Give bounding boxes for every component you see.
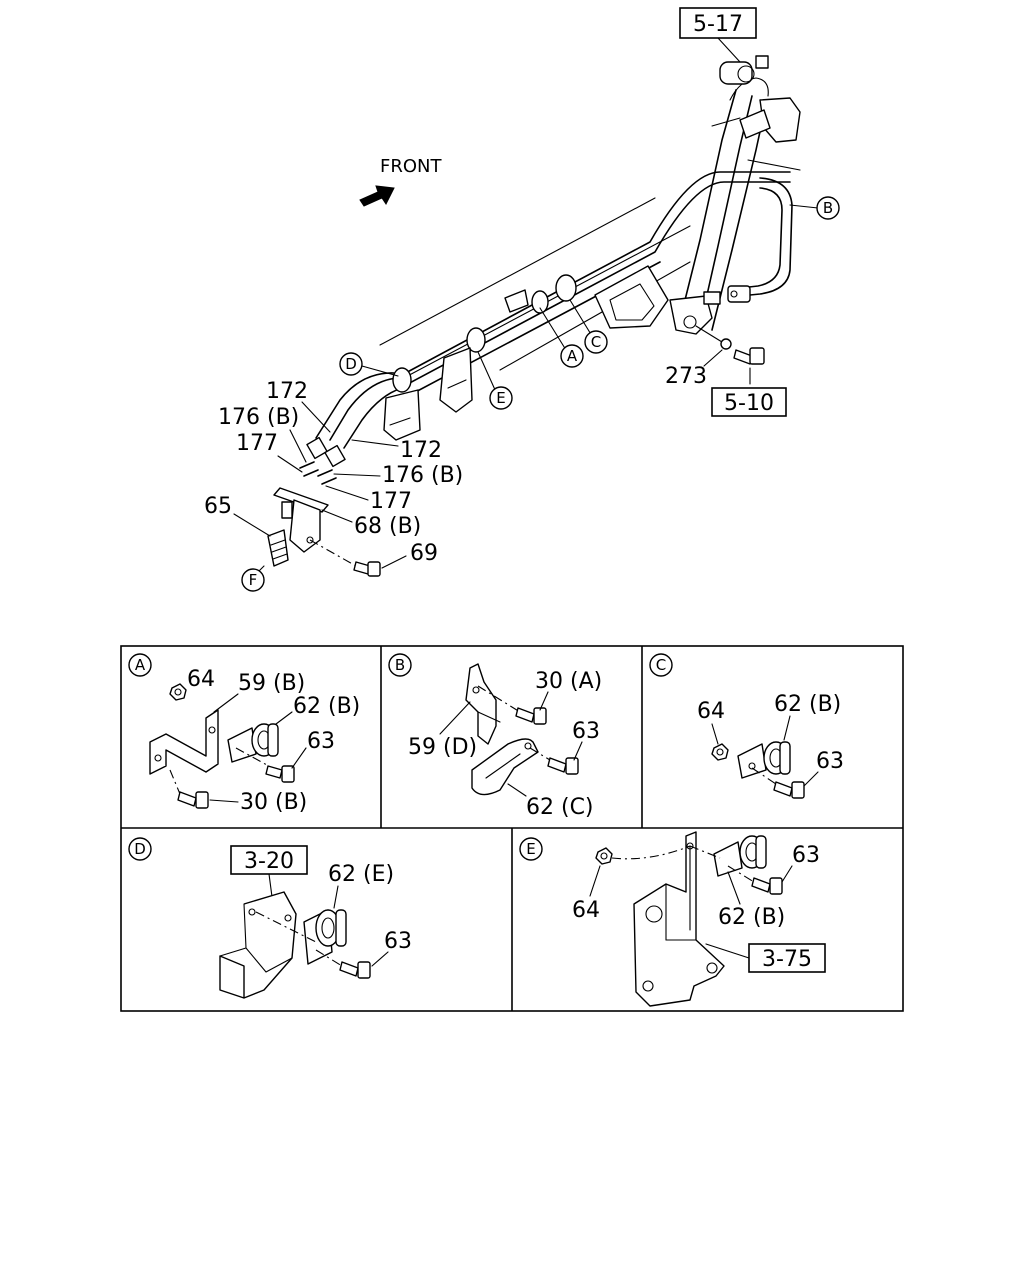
label-172-upper: 172 [266, 379, 308, 404]
label-e-63: 63 [792, 843, 820, 868]
ref-3-75-text: 3-75 [762, 947, 812, 972]
label-273: 273 [665, 364, 707, 389]
label-b-62c: 62 (C) [526, 795, 594, 820]
label-a-64: 64 [187, 667, 215, 692]
label-c-63: 63 [816, 749, 844, 774]
label-b-63: 63 [572, 719, 600, 744]
callout-a-text: A [567, 347, 578, 365]
detail-a: A 64 59 (B) 62 (B) 63 30 (B) [128, 653, 360, 815]
label-177-left: 177 [236, 431, 278, 456]
detail-d-tag: D [134, 840, 146, 858]
detail-c-tag: C [656, 656, 666, 674]
label-b-30a: 30 (A) [535, 669, 602, 694]
label-e-64: 64 [572, 898, 600, 923]
label-e-62b: 62 (B) [718, 905, 785, 930]
main-assembly: FRONT [204, 7, 840, 592]
label-c-64: 64 [697, 699, 725, 724]
ref-box-5-17 [679, 7, 757, 39]
ref-5-10-text: 5-10 [724, 391, 774, 416]
label-69: 69 [410, 541, 438, 566]
ref-5-17-text: 5-17 [693, 12, 743, 37]
label-176b-right: 176 (B) [382, 463, 463, 488]
detail-e-tag: E [526, 840, 535, 858]
detail-c: C 64 62 (B) 63 [649, 653, 844, 799]
callout-d-text: D [345, 355, 357, 373]
detail-b-tag: B [395, 656, 405, 674]
label-176b-left: 176 (B) [218, 405, 299, 430]
callout-a [560, 344, 584, 368]
callout-c-text: C [591, 333, 601, 351]
callout-f-text: F [249, 571, 258, 589]
detail-panels [120, 645, 904, 1012]
label-a-63: 63 [307, 729, 335, 754]
ref-3-20-text: 3-20 [244, 849, 294, 874]
ref-box-3-75 [748, 943, 826, 973]
callout-b [816, 196, 840, 220]
label-d-62e: 62 (E) [328, 862, 394, 887]
detail-d: D 3-20 62 (E) 63 [128, 837, 412, 999]
detail-b: B 30 (A) 63 59 (D) 62 (C) [388, 653, 602, 820]
label-172-lower: 172 [400, 438, 442, 463]
label-68b: 68 (B) [354, 514, 421, 539]
callout-b-text: B [823, 199, 833, 217]
label-d-63: 63 [384, 929, 412, 954]
callout-e-text: E [496, 389, 505, 407]
callout-c [584, 330, 608, 354]
label-65: 65 [204, 494, 232, 519]
front-arrow-icon [359, 185, 395, 207]
front-label: FRONT [380, 156, 442, 177]
label-a-30b: 30 (B) [240, 790, 307, 815]
label-a-59b: 59 (B) [238, 671, 305, 696]
ref-box-5-10 [711, 387, 787, 417]
detail-e: E 3-75 63 64 62 (B) [519, 831, 826, 1007]
ref-box-3-20 [230, 845, 308, 875]
callout-f [241, 568, 265, 592]
label-b-59d: 59 (D) [408, 735, 477, 760]
label-c-62b: 62 (B) [774, 692, 841, 717]
label-a-62b: 62 (B) [293, 694, 360, 719]
detail-a-tag: A [135, 656, 146, 674]
label-177-right: 177 [370, 489, 412, 514]
callout-d [339, 352, 363, 376]
callout-e [489, 386, 513, 410]
